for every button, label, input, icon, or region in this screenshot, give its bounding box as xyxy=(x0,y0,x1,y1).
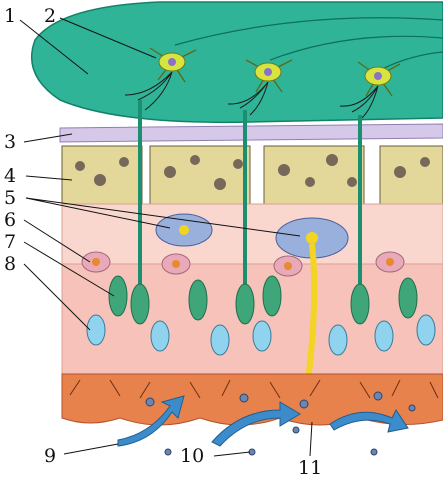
cribriform-plate xyxy=(62,146,443,204)
olfactory-gland-1 xyxy=(156,214,212,246)
label-1: 1 xyxy=(4,5,16,27)
label-3: 3 xyxy=(4,131,16,153)
dura-layer xyxy=(60,124,443,142)
label-2: 2 xyxy=(44,5,56,27)
label-8: 8 xyxy=(4,253,16,275)
label-9: 9 xyxy=(44,445,56,467)
label-6: 6 xyxy=(4,209,16,231)
olfactory-bulb xyxy=(32,2,443,122)
label-5: 5 xyxy=(4,187,16,209)
label-4: 4 xyxy=(4,165,16,187)
label-7: 7 xyxy=(4,231,16,253)
label-11: 11 xyxy=(298,457,322,479)
label-10: 10 xyxy=(180,445,204,467)
